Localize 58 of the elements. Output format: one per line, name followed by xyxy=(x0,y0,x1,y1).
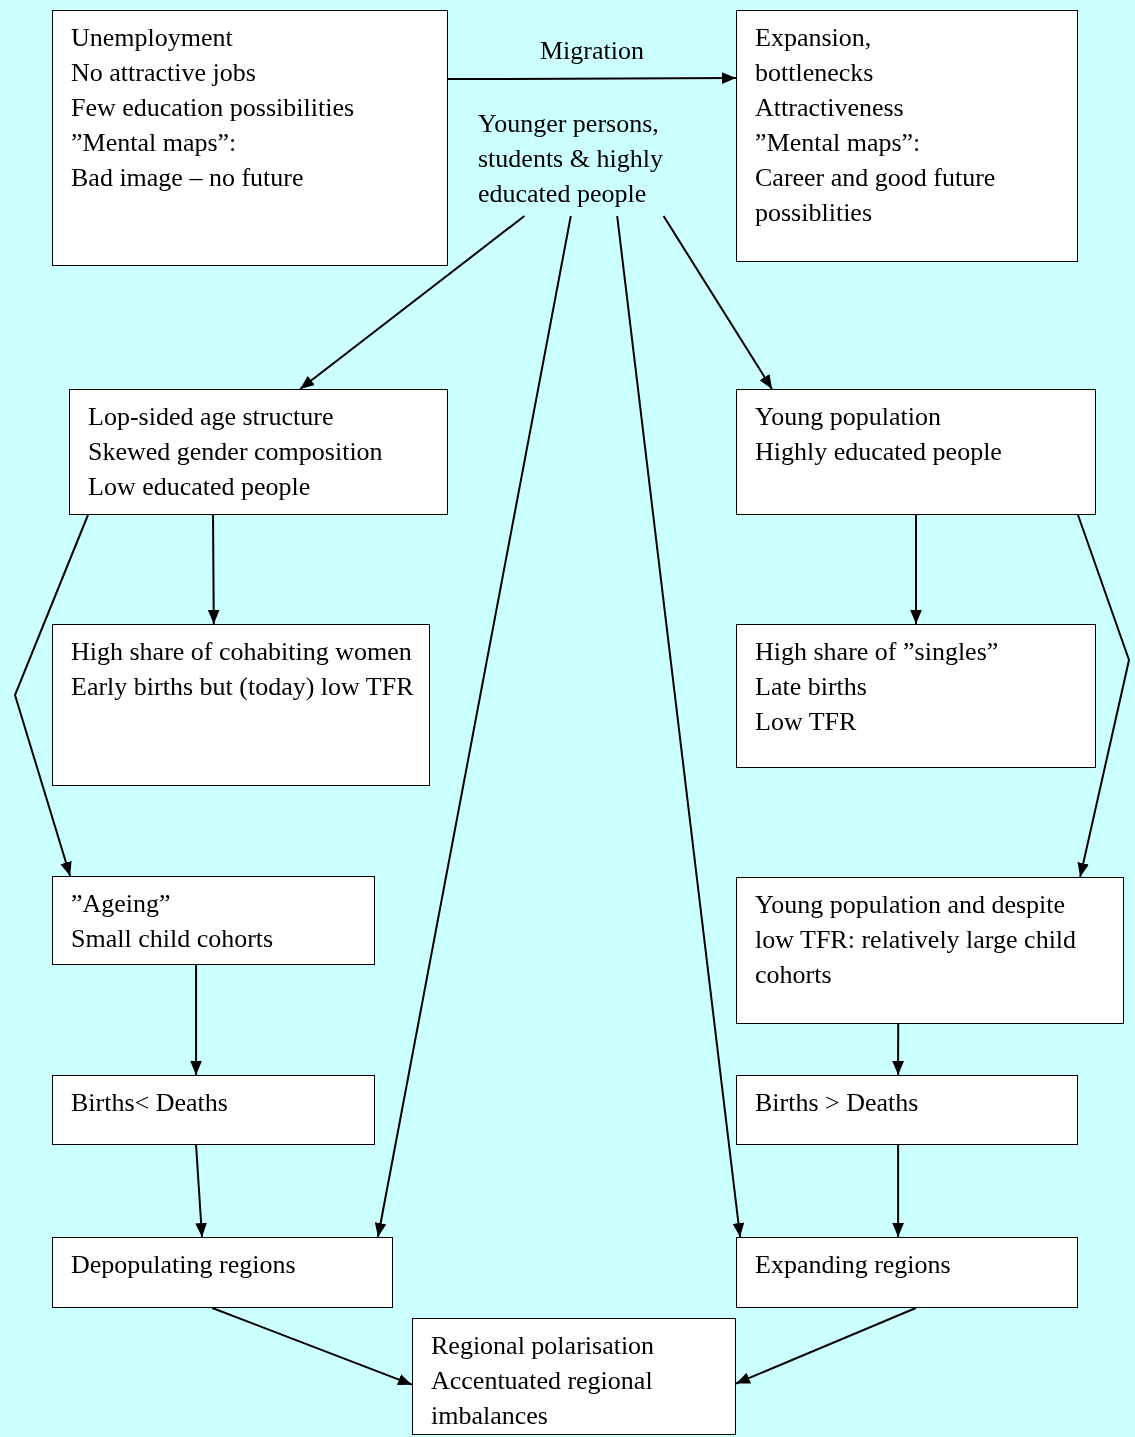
arrow xyxy=(374,215,572,1238)
box-text: ”Mental maps”: xyxy=(71,127,238,159)
box-text: Skewed gender composition xyxy=(88,436,384,468)
arrow xyxy=(616,215,745,1238)
arrow xyxy=(1077,514,1131,878)
box-text: Young population and despite low TFR: relatively large child cohorts xyxy=(755,889,1078,991)
arrow xyxy=(195,1144,207,1238)
text-box xyxy=(412,1318,736,1435)
box-text: Expansion, xyxy=(755,22,873,54)
arrow xyxy=(735,1307,917,1385)
box-text: Highly educated people xyxy=(755,436,1003,468)
box-text: Young population xyxy=(755,401,942,433)
box-text: Unemployment xyxy=(71,22,234,54)
text-box xyxy=(736,10,1078,262)
text-box xyxy=(52,876,375,965)
box-text: No attractive jobs xyxy=(71,57,257,89)
arrow xyxy=(299,215,526,390)
box-text: Bad image – no future xyxy=(71,162,305,194)
box-text: Attractiveness xyxy=(755,92,905,124)
box-text: Few education possibilities xyxy=(71,92,356,124)
box-text: Regional polarisation xyxy=(431,1330,656,1362)
text-box xyxy=(52,1075,375,1145)
box-text: Births< Deaths xyxy=(71,1087,229,1119)
text-box xyxy=(736,1075,1078,1145)
box-text: Low TFR xyxy=(755,706,858,738)
box-text: ”Mental maps”: xyxy=(755,127,922,159)
text-box xyxy=(52,624,430,786)
arrow xyxy=(207,514,220,625)
arrow xyxy=(13,514,89,877)
text-box xyxy=(69,389,448,515)
arrow xyxy=(211,1307,413,1386)
text-box xyxy=(736,389,1096,515)
box-text: High share of ”singles” xyxy=(755,636,1000,668)
box-text: High share of cohabiting women xyxy=(71,636,413,668)
box-text: Early births but (today) low TFR xyxy=(71,671,415,703)
arrow xyxy=(892,1023,904,1076)
box-text: Younger persons, students & highly educated people xyxy=(478,108,664,210)
box-text: Low educated people xyxy=(88,471,312,503)
arrow xyxy=(662,215,773,390)
box-text: Lop-sided age structure xyxy=(88,401,335,433)
box-text: bottlenecks xyxy=(755,57,875,89)
arrow xyxy=(910,514,922,625)
arrow xyxy=(892,1144,904,1238)
box-text: Births > Deaths xyxy=(755,1087,920,1119)
box-text: Career and good future possiblities xyxy=(755,162,997,229)
text-box xyxy=(736,1237,1078,1308)
arrow xyxy=(447,72,737,84)
arrow xyxy=(190,964,202,1076)
text-box xyxy=(736,624,1096,768)
box-text: Depopulating regions xyxy=(71,1249,297,1281)
box-text: Small child cohorts xyxy=(71,923,275,955)
text-box xyxy=(52,10,448,266)
box-text: Expanding regions xyxy=(755,1249,952,1281)
text-box xyxy=(52,1237,393,1308)
box-text: ”Ageing” xyxy=(71,888,172,920)
text-box xyxy=(736,877,1124,1024)
box-text: Accentuated regional imbalances xyxy=(431,1365,654,1432)
box-text: Late births xyxy=(755,671,868,703)
